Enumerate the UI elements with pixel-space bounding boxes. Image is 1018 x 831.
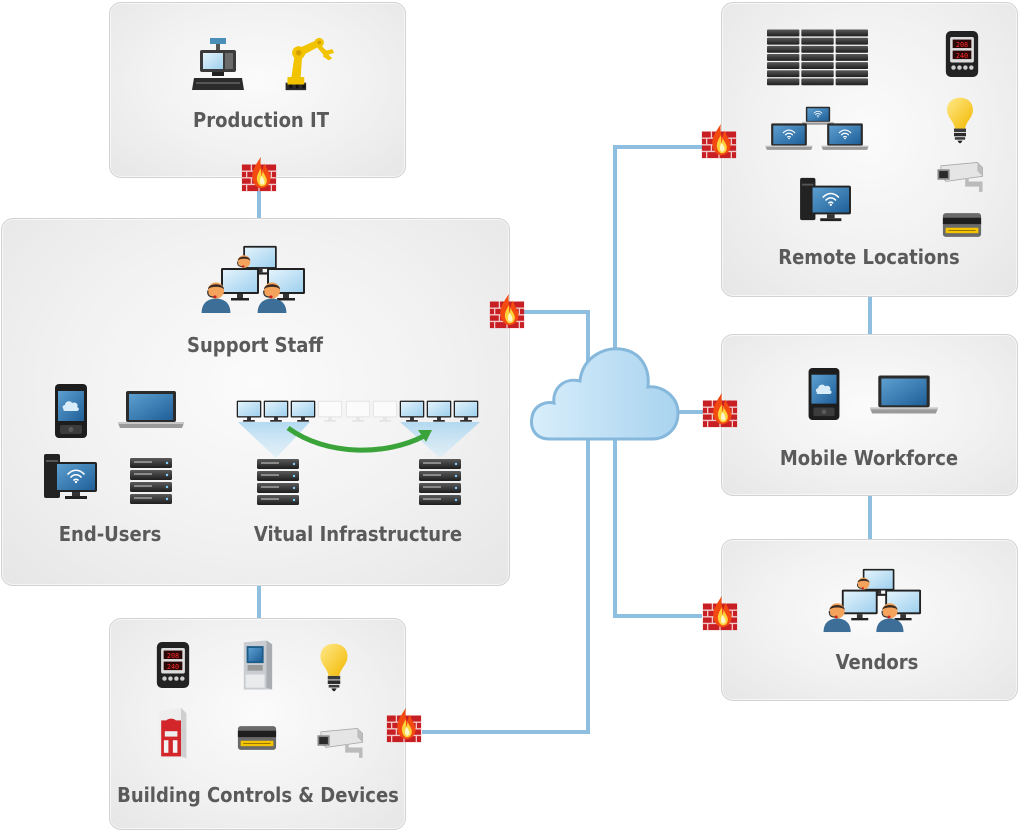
link-corporate-to-cloud (522, 310, 590, 370)
zone-label-remote-locations: Remote Locations (778, 245, 960, 269)
server-icon (419, 459, 461, 505)
firewall-icon (488, 292, 526, 330)
firewall-icon (701, 391, 739, 429)
zone-label-support-staff: Support Staff (187, 333, 323, 357)
vm-beam-left (238, 422, 310, 458)
access-card-icon (237, 725, 277, 751)
link-cloud-to-building-controls (422, 440, 590, 734)
migration-arrow-icon (286, 425, 426, 453)
wireless-laptops-icon (764, 106, 870, 156)
laptop-icon (868, 374, 940, 416)
vm-monitor-ghost-icon (345, 400, 371, 422)
cash-register-icon (190, 36, 246, 92)
vm-monitor-icon (399, 400, 425, 422)
firewall-icon (701, 594, 739, 632)
virtual-infrastructure-diagram (236, 400, 480, 505)
light-bulb-icon (945, 96, 975, 144)
vm-monitor-ghost-icon (372, 400, 398, 422)
fire-alarm-panel-icon (154, 705, 190, 761)
security-camera-icon (934, 160, 986, 196)
thermostat-icon (156, 640, 190, 690)
vm-monitor-icon (426, 400, 452, 422)
support-staff-group-icon (818, 568, 926, 634)
desktop-pc-icon (43, 452, 99, 502)
firewall-icon (700, 122, 738, 160)
smartphone-icon (807, 367, 841, 421)
laptop-icon (116, 390, 186, 430)
zone-label-mobile-workforce: Mobile Workforce (779, 446, 959, 470)
firewall-icon (385, 706, 423, 744)
robot-arm-icon (278, 36, 338, 92)
zone-mobile-workforce (721, 334, 1018, 496)
server-icon (257, 459, 299, 505)
zone-label-production-it: Production IT (193, 108, 329, 132)
vm-monitor-icon (236, 400, 262, 422)
atm-icon (240, 638, 274, 692)
link-cloud-to-remote-locations (613, 145, 702, 350)
vm-monitor-ghost-icon (317, 400, 343, 422)
migration-arrowhead (418, 430, 432, 442)
link-cloud-to-vendors (613, 440, 702, 618)
internet-cloud-icon (530, 347, 680, 441)
zone-vendors (721, 539, 1018, 701)
thermostat-icon (945, 29, 979, 79)
zone-label-end-users: End-Users (58, 522, 162, 546)
vm-monitor-icon (453, 400, 479, 422)
access-card-icon (942, 212, 982, 238)
desktop-pc-icon (798, 176, 854, 224)
vm-monitor-icon (290, 400, 316, 422)
smartphone-icon (54, 383, 88, 439)
security-camera-icon (314, 726, 366, 762)
support-staff-group-icon (198, 245, 308, 315)
firewall-icon (240, 155, 278, 193)
server-rack-icon (767, 29, 869, 87)
light-bulb-icon (318, 642, 350, 692)
zone-label-building-controls: Building Controls & Devices (117, 783, 399, 807)
zone-production-it (109, 2, 406, 178)
server-icon (129, 457, 173, 505)
vm-monitor-icon (263, 400, 289, 422)
zone-label-vendors: Vendors (835, 650, 919, 674)
zone-label-virtual-infrastructure: Vitual Infrastructure (253, 522, 463, 546)
